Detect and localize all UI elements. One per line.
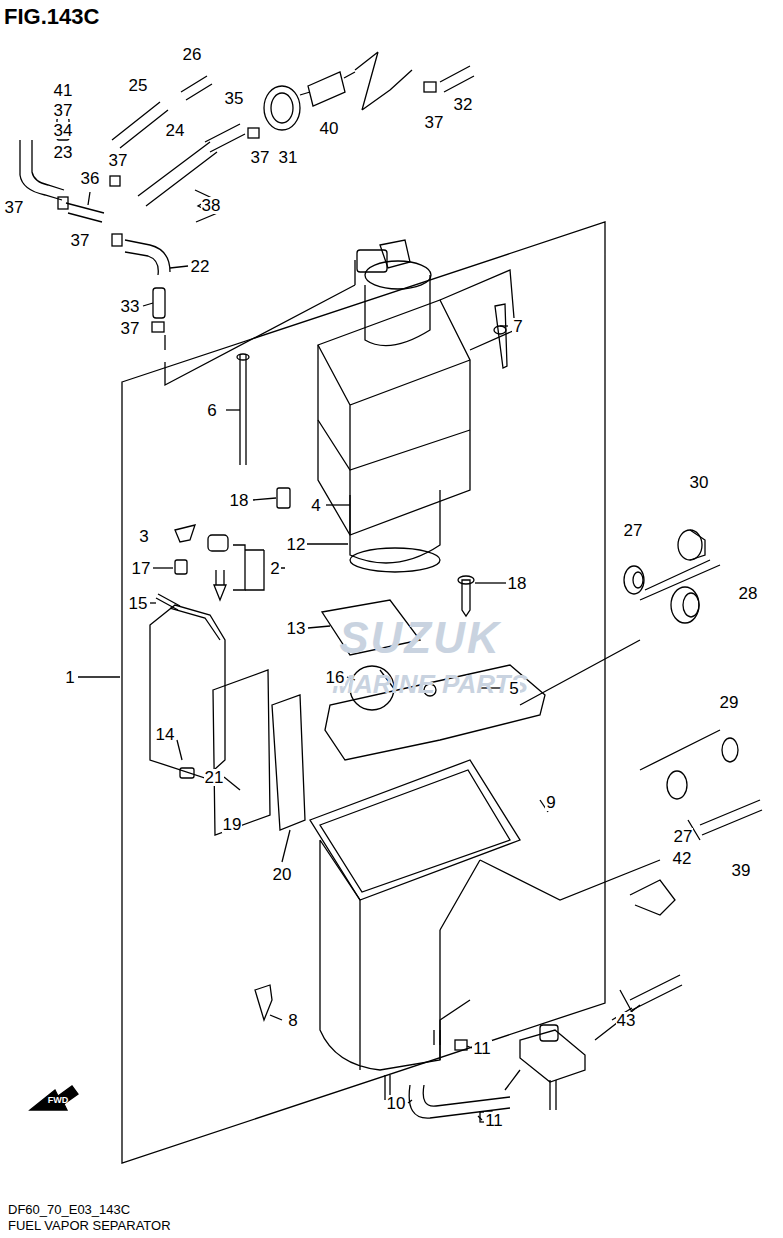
callout-number: 37 bbox=[424, 114, 445, 131]
figure-title: FIG.143C bbox=[4, 6, 99, 28]
callout-number: 30 bbox=[689, 474, 710, 491]
watermark: MARINE PARTS bbox=[332, 671, 528, 697]
callout-number: 33 bbox=[120, 298, 141, 315]
callout-number: 28 bbox=[738, 585, 759, 602]
callout-number: 35 bbox=[224, 90, 245, 107]
direction-label: FWD bbox=[48, 1096, 69, 1105]
callout-number: 17 bbox=[131, 560, 152, 577]
callout-number: 14 bbox=[155, 726, 176, 743]
callout-number: 4 bbox=[310, 497, 321, 514]
callout-number: 40 bbox=[319, 120, 340, 137]
callout-number: 38 bbox=[201, 197, 222, 214]
callout-number: 18 bbox=[229, 492, 250, 509]
callout-number: 8 bbox=[287, 1012, 298, 1029]
callout-number: 5 bbox=[508, 680, 519, 697]
callout-number: 23 bbox=[53, 144, 74, 161]
callout-number: 21 bbox=[204, 769, 225, 786]
callout-number: 11 bbox=[484, 1112, 504, 1129]
callout-number: 27 bbox=[673, 828, 694, 845]
callout-number: 32 bbox=[453, 96, 474, 113]
callout-number: 24 bbox=[165, 122, 186, 139]
callout-number: 37 bbox=[120, 320, 141, 337]
callout-number: 37 bbox=[250, 149, 271, 166]
callout-number: 12 bbox=[286, 536, 307, 553]
callout-number: 6 bbox=[206, 402, 217, 419]
watermark: SUZUK bbox=[339, 616, 501, 660]
callout-number: 15 bbox=[128, 595, 149, 612]
callout-number: 20 bbox=[272, 866, 293, 883]
callout-number: 29 bbox=[719, 694, 740, 711]
callout-number: 19 bbox=[222, 816, 243, 833]
drawing-code: DF60_70_E03_143C bbox=[8, 1203, 130, 1216]
callout-number: 11 bbox=[472, 1040, 492, 1057]
callout-number: 22 bbox=[190, 258, 211, 275]
callout-number: 27 bbox=[623, 522, 644, 539]
callout-number: 26 bbox=[182, 46, 203, 63]
callout-number: 37 bbox=[4, 199, 25, 216]
callout-number: 9 bbox=[545, 794, 556, 811]
callout-number: 7 bbox=[512, 318, 523, 335]
callout-number: 39 bbox=[731, 862, 752, 879]
callout-number: 13 bbox=[286, 620, 307, 637]
callout-number: 10 bbox=[386, 1095, 407, 1112]
callout-number: 16 bbox=[325, 669, 346, 686]
callout-number: 36 bbox=[80, 170, 101, 187]
callout-number: 1 bbox=[64, 669, 75, 686]
callout-number: 37 bbox=[70, 232, 91, 249]
callout-number: 37 bbox=[53, 102, 74, 119]
callout-number: 43 bbox=[616, 1012, 637, 1029]
callout-number: 31 bbox=[278, 149, 299, 166]
callout-number: 34 bbox=[53, 122, 74, 139]
callout-number: 18 bbox=[507, 575, 528, 592]
callout-number: 37 bbox=[108, 152, 129, 169]
callout-number: 2 bbox=[269, 560, 280, 577]
callout-number: 42 bbox=[672, 850, 693, 867]
callout-number: 25 bbox=[128, 77, 149, 94]
callout-number: 3 bbox=[138, 528, 149, 545]
callout-number: 41 bbox=[53, 82, 74, 99]
figure-caption: FUEL VAPOR SEPARATOR bbox=[8, 1219, 171, 1232]
